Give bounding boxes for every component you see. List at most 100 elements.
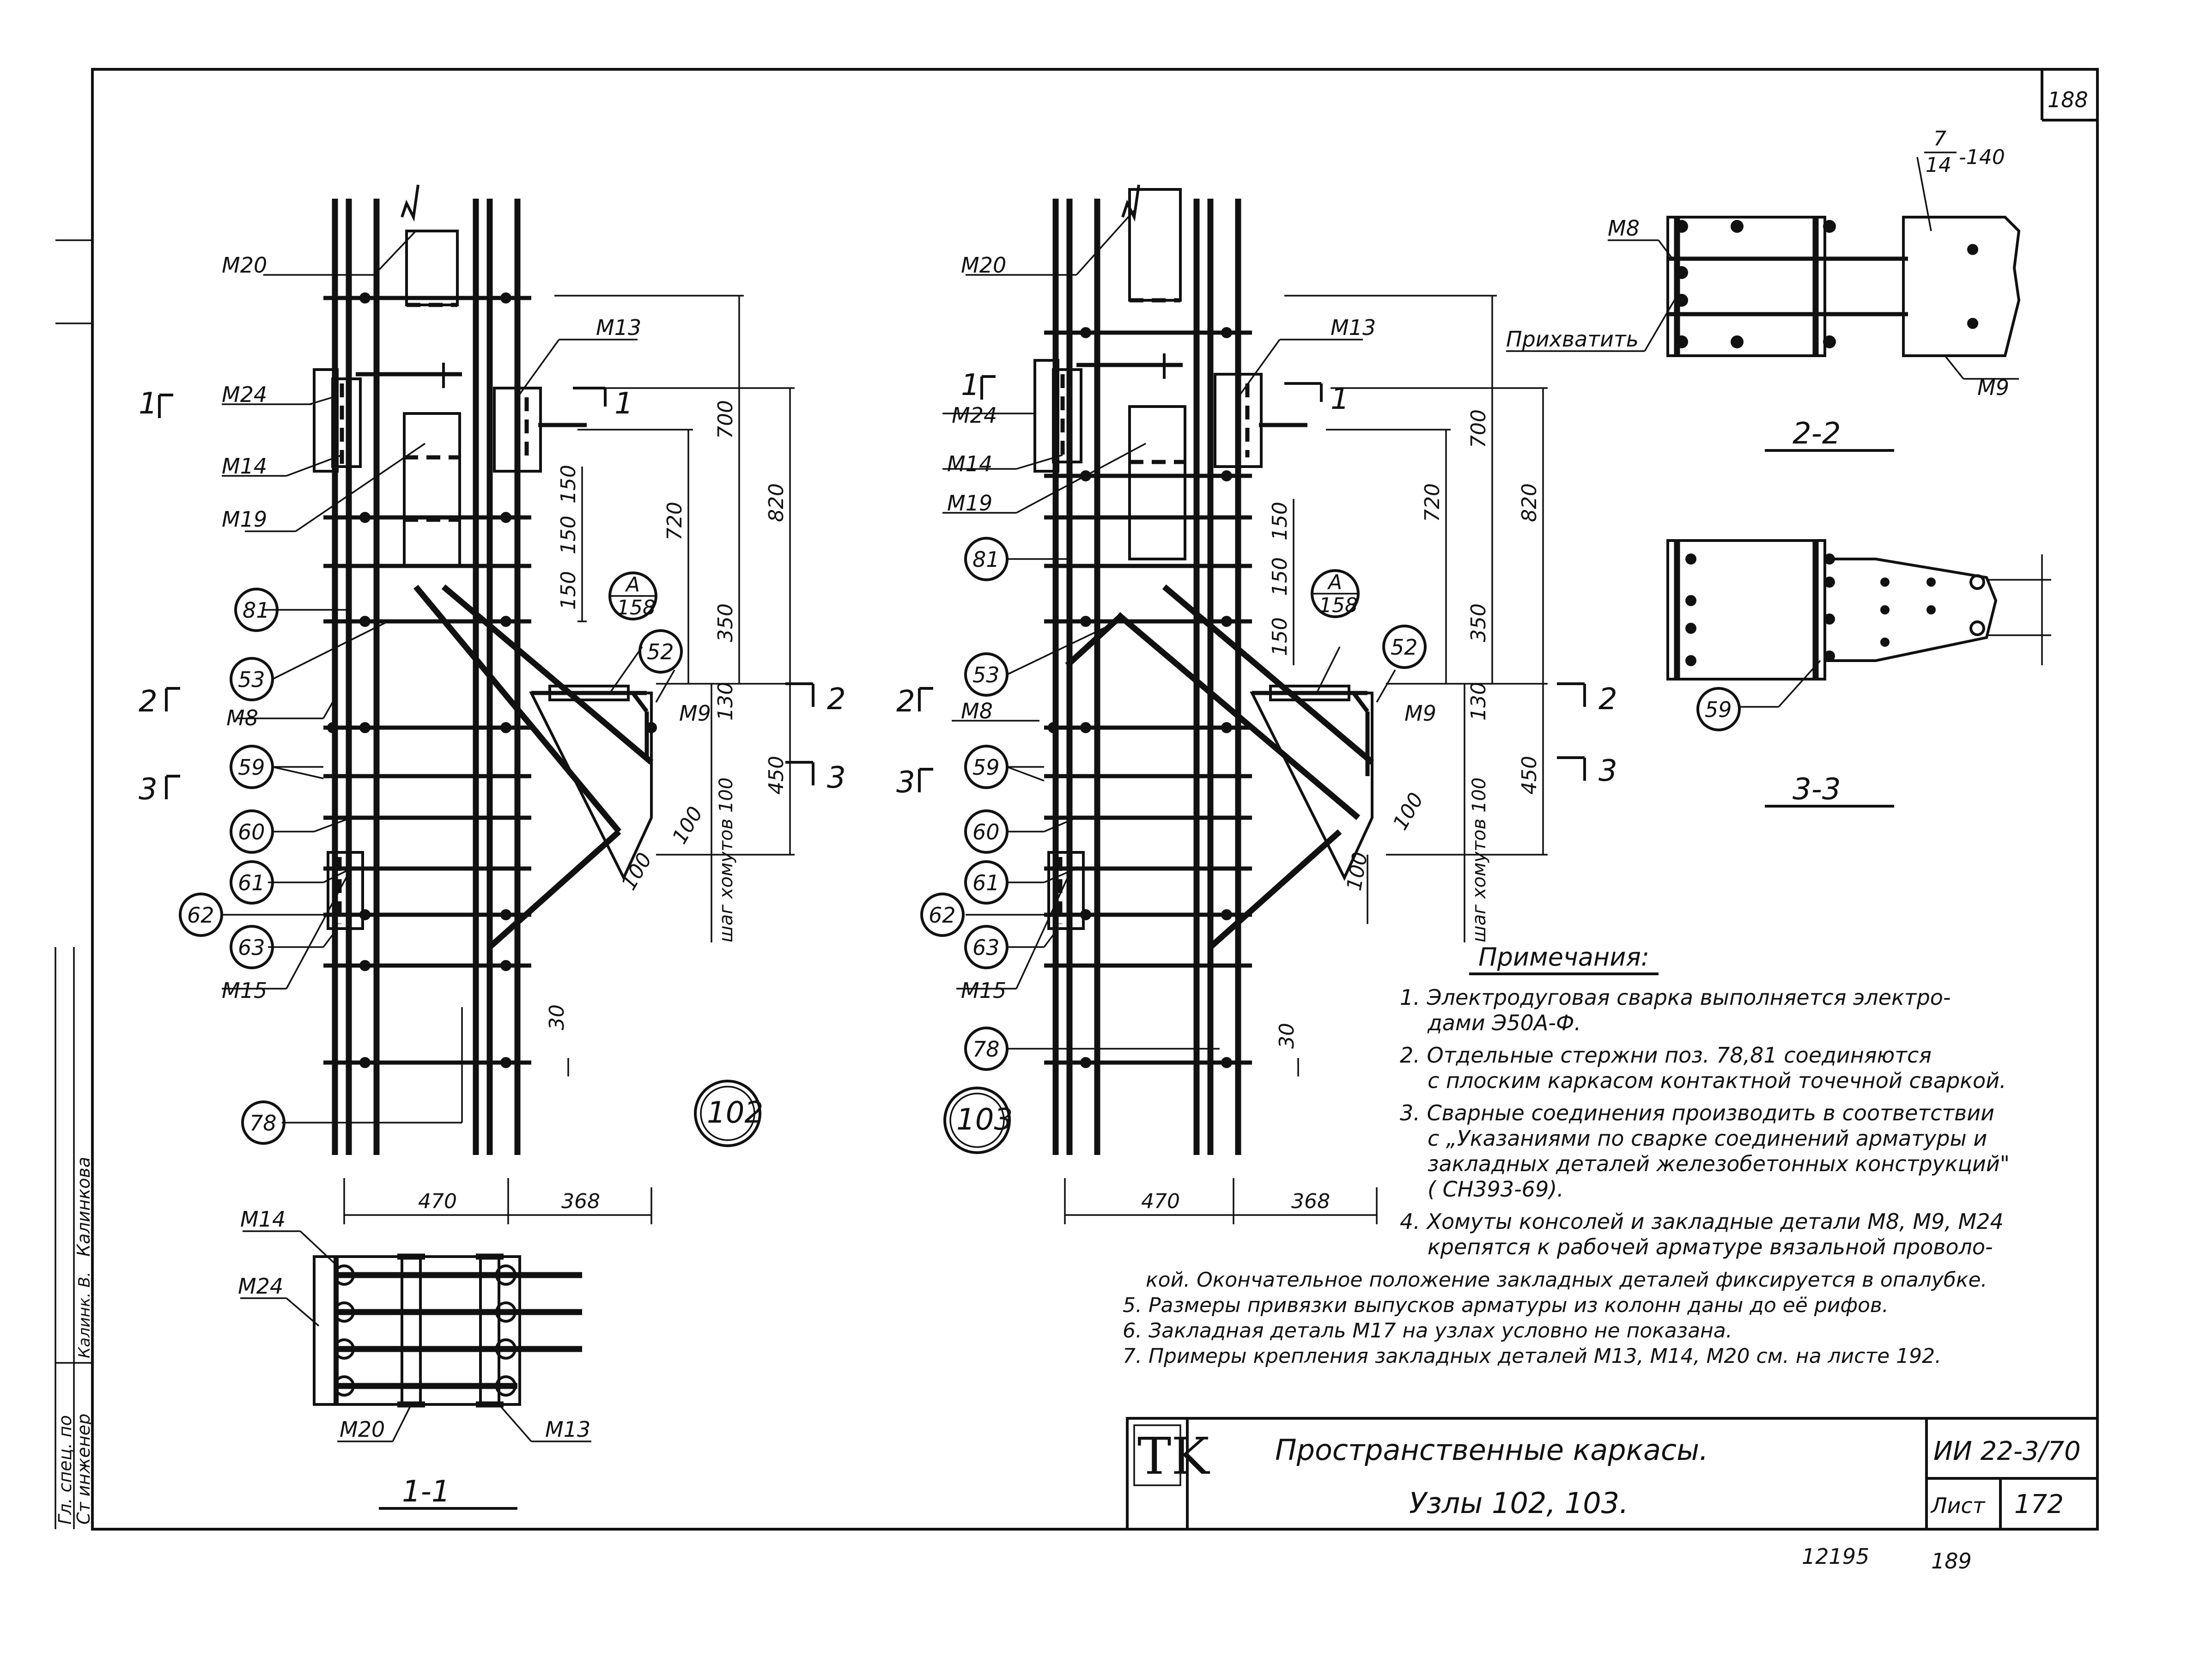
mark-m19: М19 — [947, 491, 992, 516]
dim-100a: 100 — [1388, 789, 1428, 834]
pos-63: 63 — [238, 935, 265, 960]
leaders-102 — [222, 230, 675, 1124]
dim-150b: 150 — [1268, 557, 1292, 596]
position-bubbles-102: 81 53 59 60 61 62 63 78 52 — [179, 588, 683, 1145]
s11-m24: М24 — [238, 1274, 283, 1299]
dim-470: 470 — [1141, 1190, 1180, 1213]
mark-m8: М8 — [961, 699, 993, 723]
dim-700: 700 — [1467, 409, 1490, 448]
dim-100b: 100 — [617, 849, 656, 894]
s22-prikh: Прихватить — [1506, 327, 1639, 352]
notes-heading: Примечания: — [1478, 942, 1649, 972]
dim-350: 350 — [1467, 603, 1490, 642]
side-stamp: Ст инженер Гл. спец. по Калинкова Калинк… — [55, 239, 94, 1529]
dim-130: 130 — [714, 682, 737, 721]
mark-m13: М13 — [596, 315, 641, 340]
logo-tk: TK — [1137, 1427, 1210, 1486]
cut-markers-102: 1 1 2 2 3 3 — [139, 387, 846, 807]
position-bubbles-103: 81 53 59 60 61 62 63 78 52 — [920, 537, 1427, 1071]
title-line1: Пространственные каркасы. — [1275, 1433, 1708, 1467]
stamp-role1: Ст инженер — [73, 1414, 94, 1525]
note-line-12: 5. Размеры привязки выпусков арматуры из… — [1123, 1294, 1889, 1317]
cut-2-right: 2 — [827, 682, 846, 717]
dim-150b: 150 — [557, 516, 580, 554]
pos-63: 63 — [972, 935, 1000, 960]
page-number: 188 — [2048, 87, 2088, 112]
pos-59: 59 — [238, 755, 265, 780]
s33-label: 3-3 — [1793, 772, 1841, 807]
node-102-label: 102 — [707, 1096, 763, 1130]
note-line-13: 6. Закладная деталь М17 на узлах условно… — [1123, 1319, 1732, 1343]
s22-label: 2-2 — [1793, 417, 1841, 451]
section-2-2: М8 Прихватить М9 7 14 -140 2-2 — [1506, 127, 2021, 452]
s11-m14: М14 — [240, 1207, 286, 1232]
dim-450: 450 — [1518, 756, 1541, 795]
cut-2-left: 2 — [139, 685, 158, 719]
mark-m8: М8 — [226, 705, 258, 730]
bar-dots-102 — [327, 292, 657, 1068]
dim-820: 820 — [765, 483, 788, 522]
cut-3-left: 3 — [139, 772, 158, 807]
s11-m20: М20 — [340, 1417, 385, 1442]
pos-52: 52 — [647, 639, 674, 664]
note-line-6: с „Указаниями по сварке соединений армат… — [1428, 1126, 1987, 1151]
pos-78: 78 — [972, 1037, 1000, 1062]
title-line2: Узлы 102, 103. — [1409, 1486, 1629, 1520]
section-3-3: 59 3-3 — [1666, 539, 2051, 808]
series-code: ИИ 22-3/70 — [1933, 1436, 2081, 1466]
mark-m15: М15 — [961, 978, 1006, 1003]
leaders-103 — [942, 207, 1396, 1050]
bar-dots-103 — [1048, 327, 1232, 1068]
note-line-7: закладных деталей железобетонных констру… — [1428, 1151, 2010, 1176]
dim-150a: 150 — [557, 465, 580, 504]
dimensions-103 — [1284, 295, 1548, 942]
cut-3-right: 3 — [827, 761, 846, 795]
mark-m9: М9 — [1404, 701, 1436, 726]
dim-150a: 150 — [1268, 502, 1292, 541]
note-line-4: с плоским каркасом контактной точечной с… — [1428, 1068, 2006, 1093]
dim-470: 470 — [418, 1190, 457, 1213]
note-line-5: 3. Сварные соединения производить в соот… — [1400, 1100, 1994, 1125]
mark-m20: М20 — [222, 253, 267, 278]
bottom-number-2: 189 — [1931, 1549, 1972, 1574]
dim-700: 700 — [714, 400, 737, 439]
dim-100a: 100 — [668, 802, 707, 848]
pos-53: 53 — [972, 662, 1000, 687]
node-102: М20 М13 М24 М14 М19 М8 М9 М15 А 158 81 5… — [139, 184, 846, 1224]
cut-1-right: 1 — [614, 387, 633, 421]
mark-m19: М19 — [222, 507, 267, 532]
bottom-number-1: 12195 — [1802, 1544, 1869, 1569]
dim-720: 720 — [1421, 483, 1444, 522]
mark-m9: М9 — [679, 701, 711, 726]
s22-m9: М9 — [1977, 375, 2009, 400]
stirrups-102 — [323, 296, 531, 1065]
s22-frac-rest: -140 — [1959, 146, 2005, 169]
dim-450: 450 — [765, 756, 788, 795]
dim-shag: шаг хомутов 100 — [716, 778, 737, 942]
dim-350: 350 — [714, 603, 737, 642]
cut-1-right: 1 — [1331, 382, 1349, 416]
sheet-frame — [91, 68, 2099, 1531]
callout-a: А — [625, 573, 640, 596]
dim-30: 30 — [545, 1004, 569, 1030]
section-1-1: М14 М24 М20 М13 1-1 — [238, 1207, 591, 1510]
note-line-11: кой. Окончательное положение закладных д… — [1146, 1268, 1987, 1292]
callout-158: 158 — [1319, 594, 1358, 617]
pos-59: 59 — [972, 755, 1000, 780]
cut-2-left: 2 — [896, 685, 915, 719]
node-103-label: 103 — [956, 1103, 1013, 1137]
note-line-10: крепятся к рабочей арматуре вязальной пр… — [1428, 1234, 1993, 1259]
pos-81: 81 — [243, 598, 270, 623]
mark-m14: М14 — [222, 454, 267, 479]
notes-block: Примечания: 1. Электродуговая сварка вып… — [1123, 942, 2010, 1368]
sheet-number: 172 — [2014, 1489, 2064, 1519]
dim-150c: 150 — [1268, 617, 1292, 656]
mark-m24: М24 — [222, 382, 267, 407]
pos-61: 61 — [238, 870, 265, 895]
note-line-3: 2. Отдельные стержни поз. 78,81 соединяю… — [1400, 1043, 1932, 1068]
pos-60: 60 — [238, 820, 265, 845]
dim-shag: шаг хомутов 100 — [1469, 778, 1490, 942]
cut-3-right: 3 — [1598, 754, 1617, 788]
mark-m15: М15 — [222, 978, 267, 1003]
